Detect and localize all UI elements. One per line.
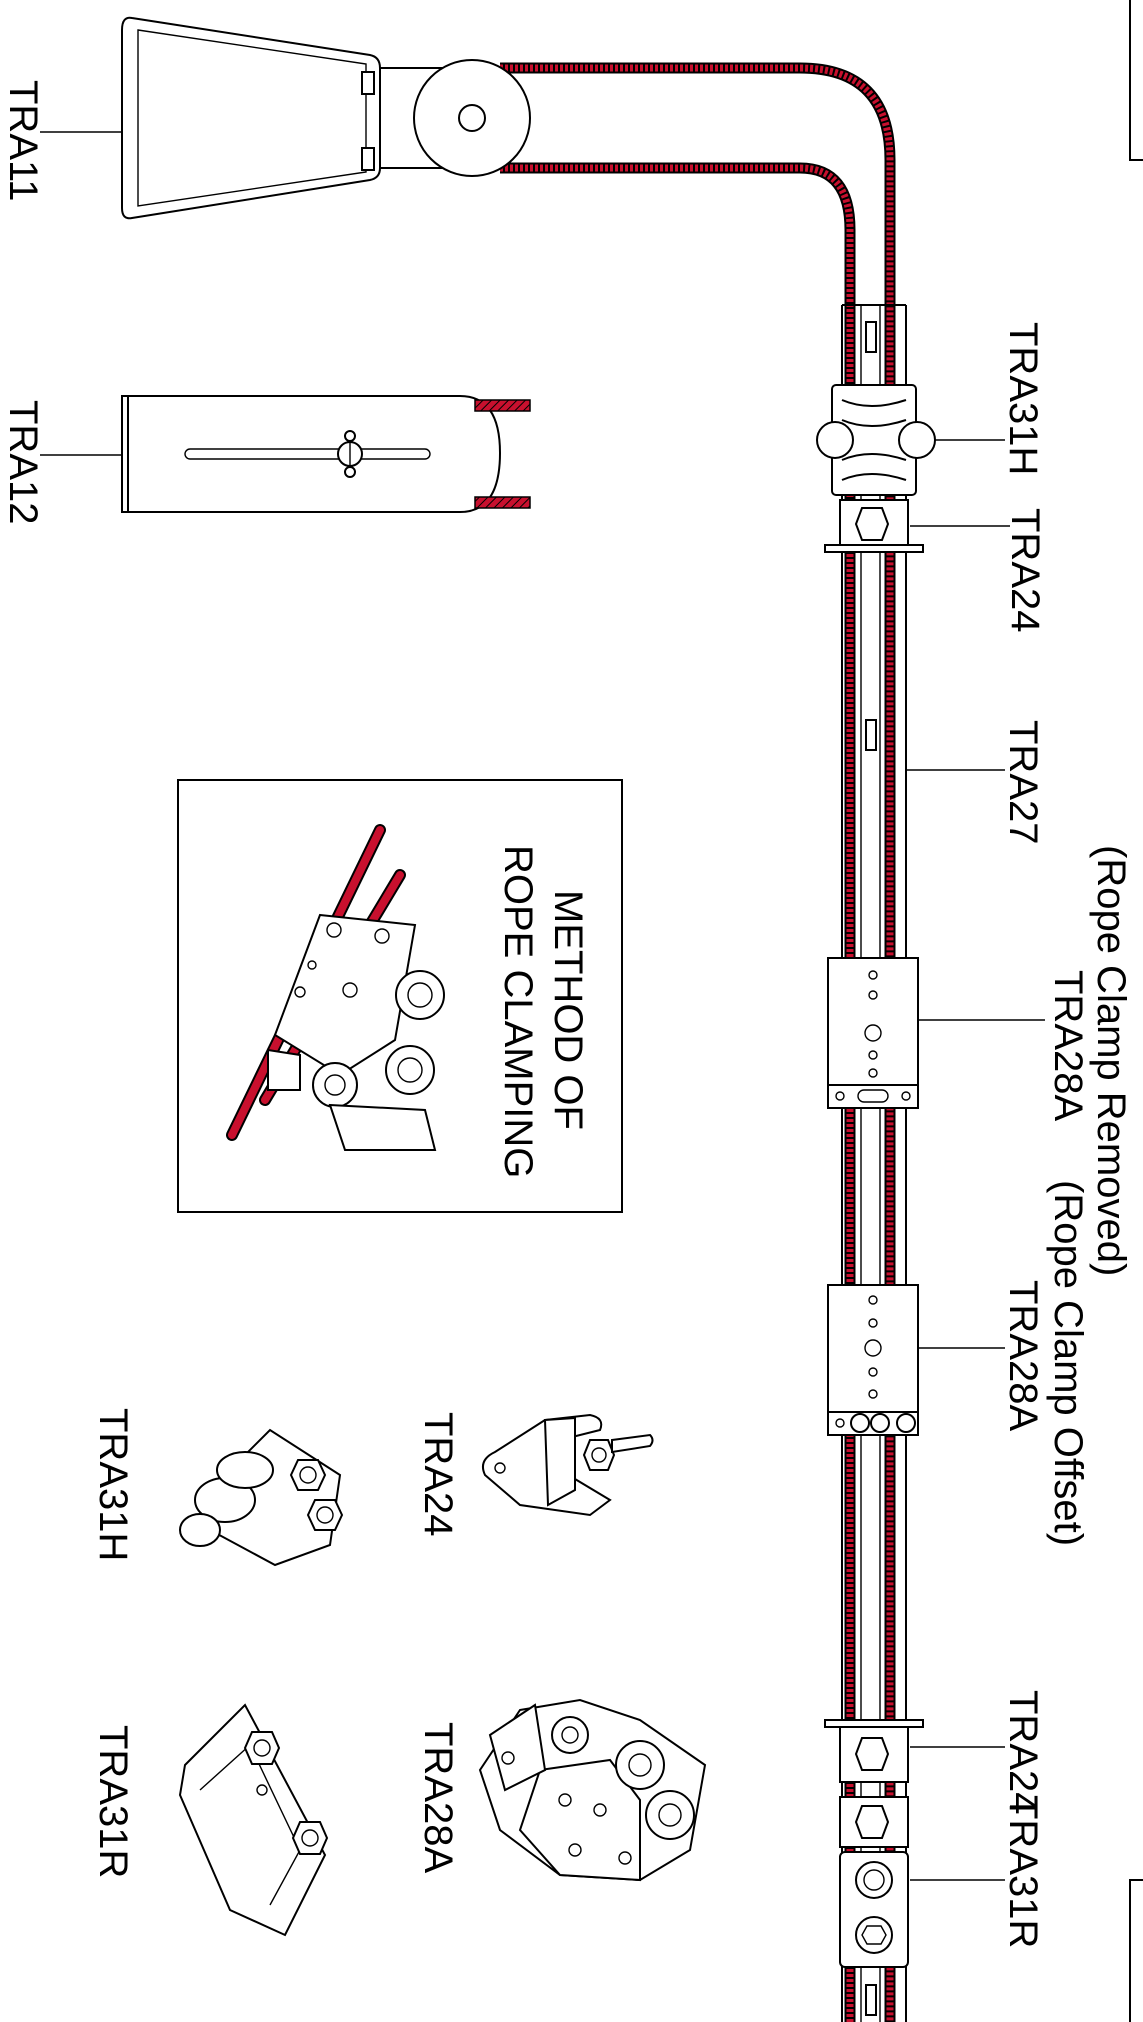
rope-clamp-offset-label: (Rope Clamp Offset)	[1046, 1180, 1090, 1546]
tra12-clamp	[121, 395, 531, 513]
inset-title-line2: ROPE CLAMPING	[496, 845, 540, 1178]
tra31h-top-label: TRA31H	[1001, 322, 1045, 475]
tra31h-detail	[179, 1428, 344, 1567]
tra24-bracket-bottom	[824, 1719, 924, 1783]
tra27-label: TRA27	[1001, 720, 1045, 845]
rope-pair	[500, 62, 896, 2022]
tra11-label: TRA11	[1, 80, 45, 202]
detail-tra31h-label: TRA31H	[91, 1408, 135, 1561]
rope-clamping-inset: METHOD OF ROPE CLAMPING	[177, 779, 623, 1213]
tra24-bottom-label: TRA24	[1001, 1690, 1045, 1815]
tra31r-rope-clamp	[839, 1796, 909, 1968]
page-border	[1129, 0, 1143, 2022]
tra12-label: TRA12	[1, 400, 45, 525]
tra28a-trolley-2	[827, 1284, 919, 1436]
tra28a-trolley-1	[827, 957, 919, 1109]
tra31r-detail	[178, 1703, 329, 1937]
tra31r-bottom-label: TRA31R	[1001, 1795, 1045, 1948]
tra24-detail	[482, 1413, 654, 1517]
tra28a-detail	[478, 1698, 707, 1882]
inset-title-line1: METHOD OF	[546, 890, 590, 1130]
tra28a-1-label: TRA28A	[1046, 970, 1090, 1121]
tra24-bracket-top	[824, 499, 924, 553]
tra24-top-label: TRA24	[1003, 508, 1047, 633]
tra11-pulley-bracket	[121, 16, 531, 220]
detail-tra31r-label: TRA31R	[91, 1725, 135, 1878]
rope-clamp-removed-label: (Rope Clamp Removed)	[1089, 845, 1133, 1276]
tra28a-2-label: TRA28A	[1001, 1280, 1045, 1431]
detail-tra24-label: TRA24	[416, 1412, 460, 1537]
tra31h-rope-clamp	[816, 384, 936, 496]
detail-tra28a-label: TRA28A	[416, 1722, 460, 1873]
